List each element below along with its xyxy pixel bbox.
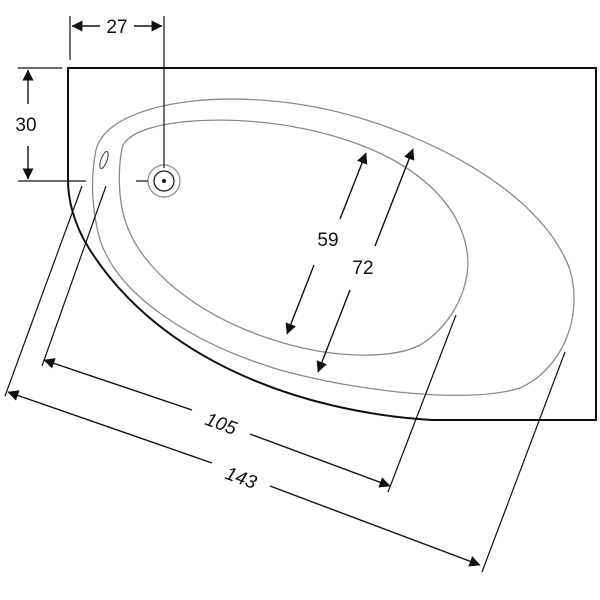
basin-outline xyxy=(67,67,597,421)
dimension-72: 72 xyxy=(316,148,415,373)
dimension-27: 27 xyxy=(69,16,165,168)
dimension-label-27: 27 xyxy=(106,17,127,38)
tap-hole xyxy=(147,164,181,198)
dimension-30: 30 xyxy=(15,67,148,182)
dimension-label-59: 59 xyxy=(317,230,338,251)
dimension-143: 143 xyxy=(4,185,566,573)
dimension-label-143: 143 xyxy=(222,463,259,494)
dimension-label-105: 105 xyxy=(202,409,239,440)
dimension-105: 105 xyxy=(41,185,457,493)
bowl-outer-rim xyxy=(91,98,575,396)
bowl-inner-basin xyxy=(118,119,469,356)
dimension-59: 59 xyxy=(285,152,368,335)
overflow-slot xyxy=(99,150,109,170)
dimension-label-30: 30 xyxy=(15,115,36,136)
dimension-label-72: 72 xyxy=(352,258,373,279)
